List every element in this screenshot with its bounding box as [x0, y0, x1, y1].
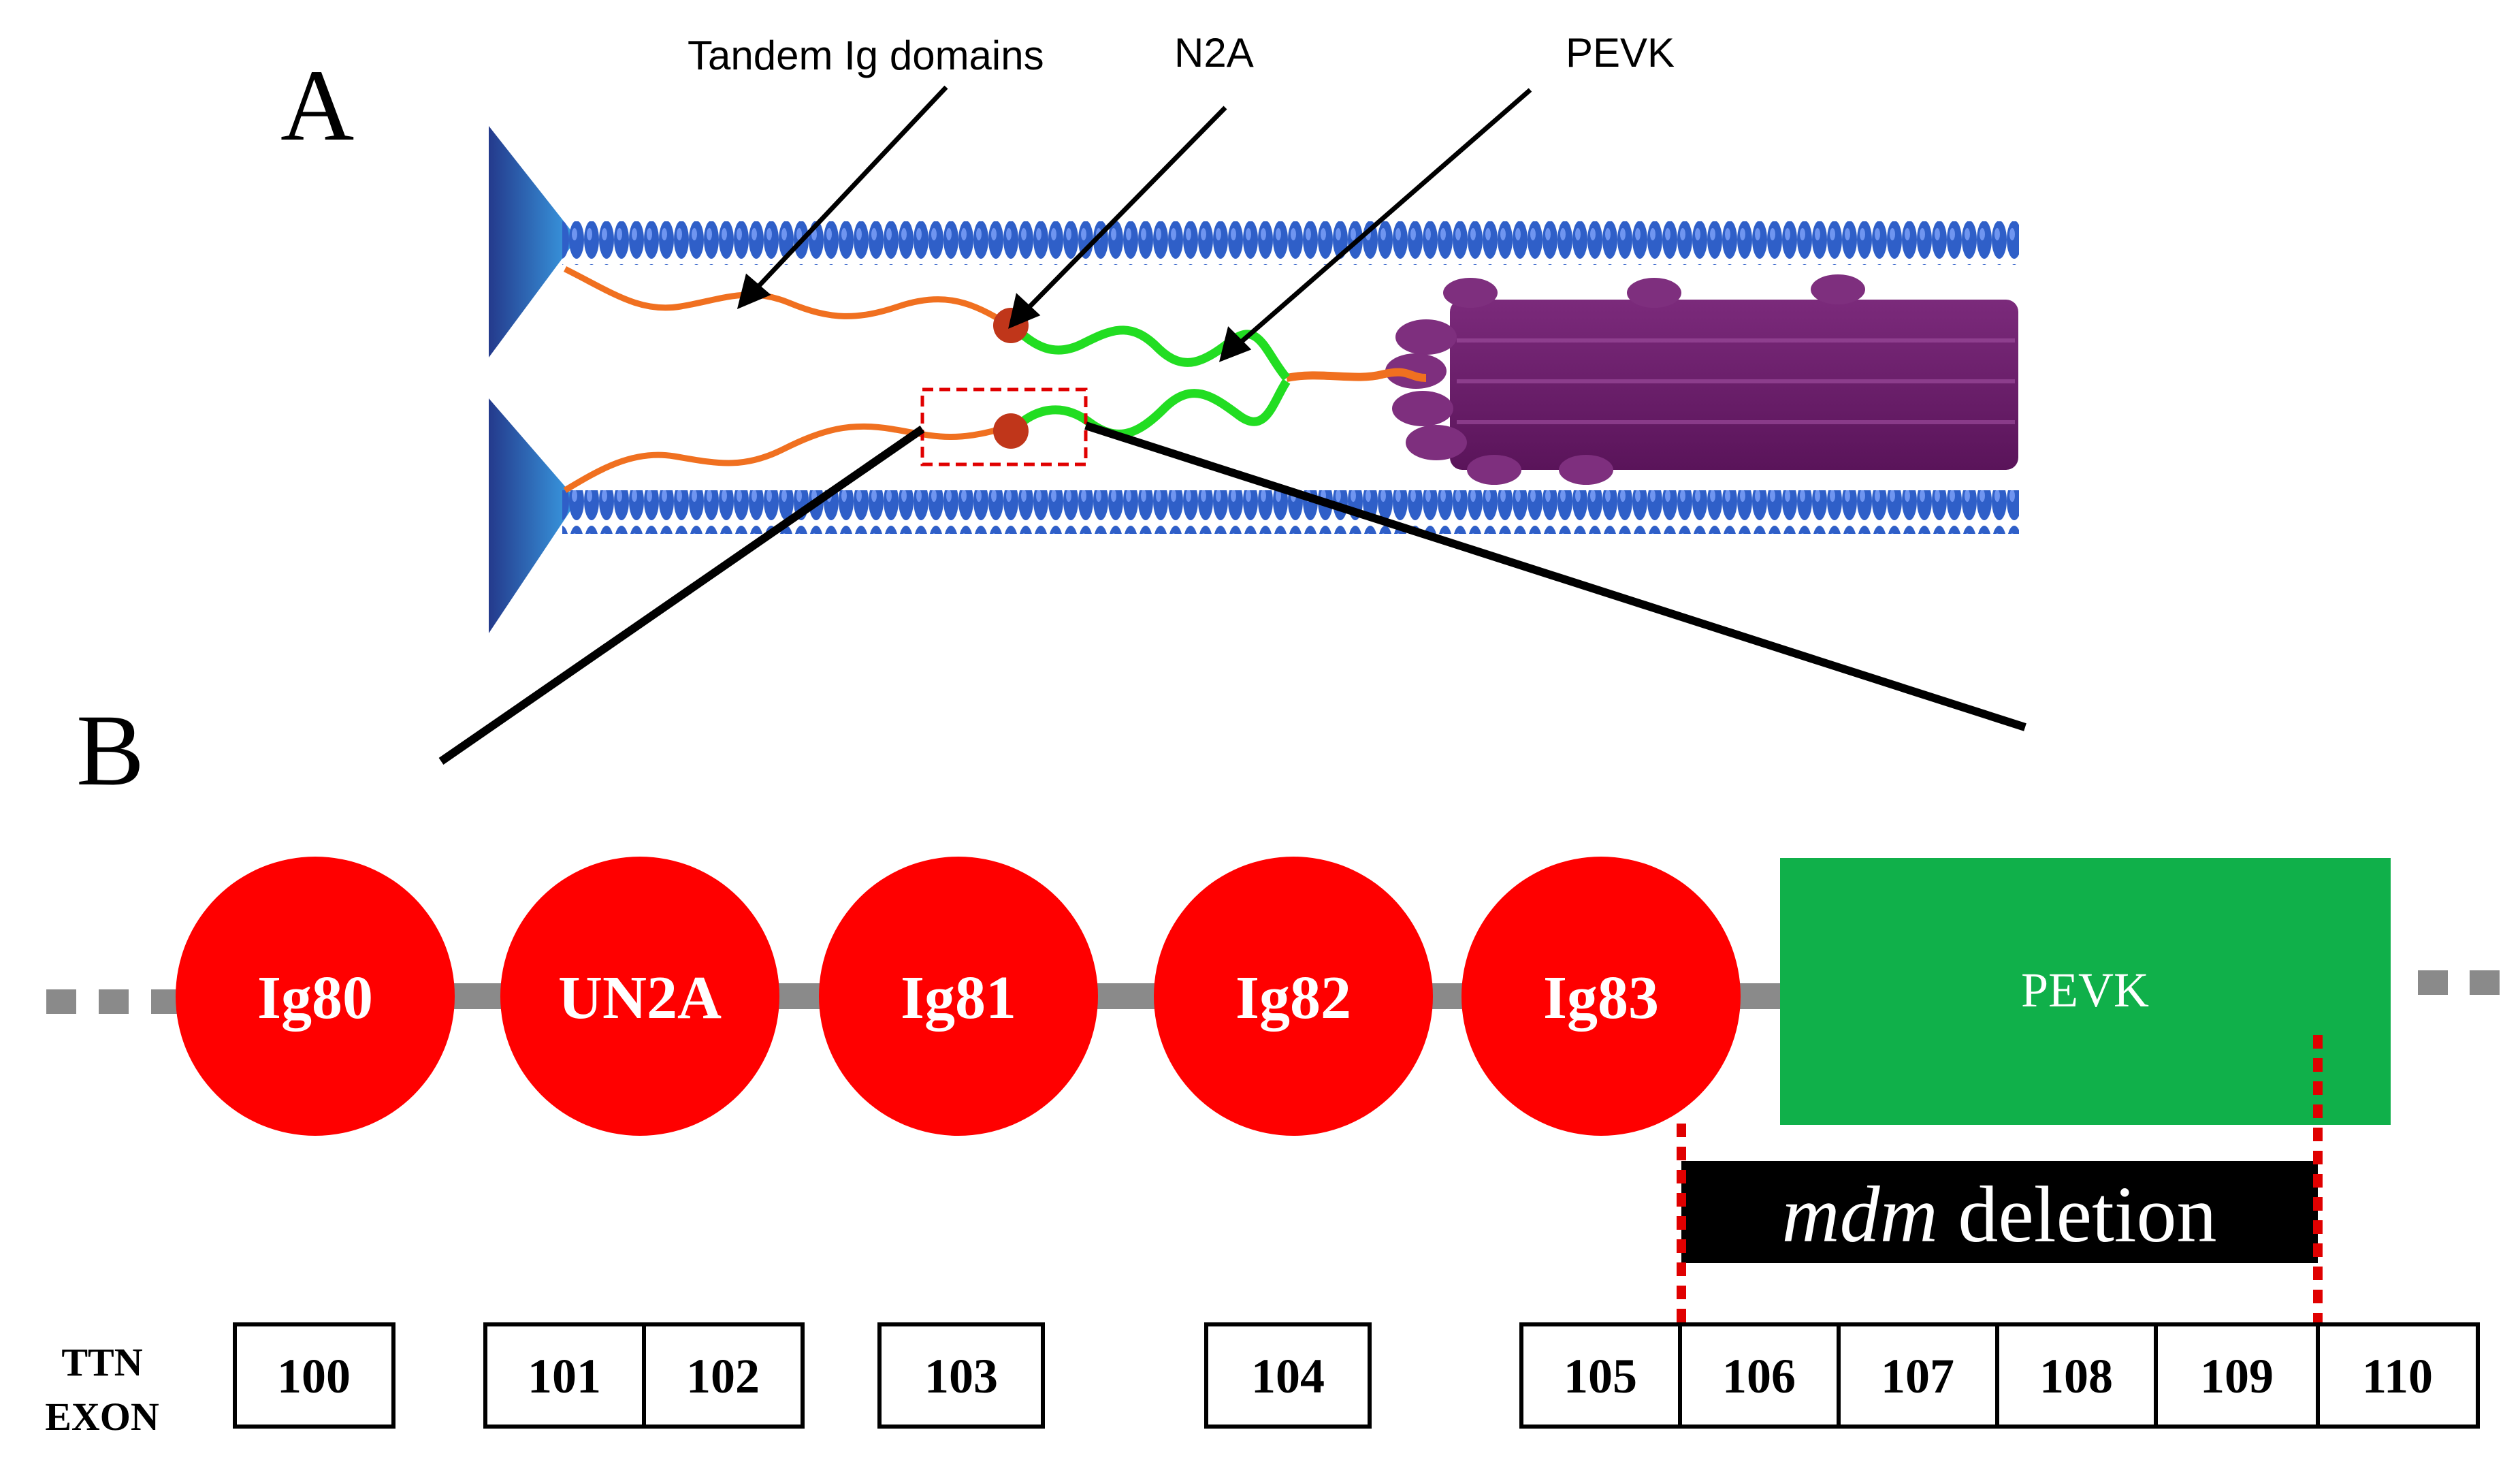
panel-b-letter: B	[76, 694, 144, 807]
domain-ig81-label: Ig81	[901, 964, 1016, 1032]
zoom-expansion-lines	[438, 421, 2026, 765]
exon-box-109	[2154, 1322, 2320, 1429]
domain-un2a	[500, 857, 779, 1136]
pevk-strand-top	[1011, 323, 1291, 381]
exon-107: 107	[1881, 1349, 1954, 1403]
exon-110: 110	[2362, 1349, 2433, 1403]
exon-109: 109	[2200, 1349, 2274, 1403]
exon-103: 103	[924, 1349, 998, 1403]
domain-ig80-label: Ig80	[257, 964, 373, 1032]
ig-domain-circles	[176, 857, 1741, 1136]
exon-box-106	[1678, 1322, 1841, 1429]
callout-arrows	[737, 85, 1532, 362]
callout-n2a-label: N2A	[1174, 30, 1254, 76]
mdm-italic: mdm	[1781, 1170, 1937, 1259]
exon-102: 102	[686, 1349, 760, 1403]
exon-101: 101	[528, 1349, 601, 1403]
callout-pevk-label: PEVK	[1566, 30, 1675, 76]
actin-filament-top	[562, 221, 2019, 265]
z-disc-top	[489, 126, 577, 357]
domain-ig81	[819, 857, 1098, 1136]
tandem-ig-strand-bottom	[563, 423, 1002, 493]
exon-boxes	[233, 1322, 2480, 1429]
domain-ig82-label: Ig82	[1235, 964, 1351, 1032]
exon-box-105	[1519, 1322, 1682, 1429]
exon-box-102	[642, 1322, 805, 1429]
domain-ig83	[1461, 857, 1741, 1136]
dotted-end-right	[2418, 970, 2500, 995]
mdm-deletion-bar	[1681, 1161, 2318, 1263]
exon-label: EXON	[45, 1395, 159, 1439]
tandem-ig-strand-top	[563, 266, 1021, 340]
tandem-ig-to-myosin-link	[1285, 368, 1427, 382]
pevk-box	[1780, 858, 2391, 1125]
myosin-thick-filament	[1385, 274, 2018, 485]
exon-box-108	[1995, 1322, 2158, 1429]
ttn-label: TTN	[61, 1340, 142, 1384]
panel-a-letter: A	[280, 49, 354, 162]
domain-ig82	[1154, 857, 1433, 1136]
exon-box-104	[1204, 1322, 1372, 1429]
exon-104: 104	[1251, 1349, 1325, 1403]
exon-105: 105	[1564, 1349, 1637, 1403]
exon-box-101	[483, 1322, 646, 1429]
domain-un2a-label: UN2A	[558, 964, 722, 1032]
domain-ig80	[176, 857, 455, 1136]
exon-108: 108	[2039, 1349, 2113, 1403]
exon-box-107	[1837, 1322, 1999, 1429]
pevk-box-label: PEVK	[2021, 963, 2149, 1017]
exon-106: 106	[1722, 1349, 1796, 1403]
dotted-end-left	[46, 989, 181, 1014]
exon-box-103	[877, 1322, 1045, 1429]
pevk-strand-bottom	[1011, 379, 1291, 439]
exon-box-100	[233, 1322, 395, 1429]
z-disc-bottom	[489, 398, 577, 633]
deletion-word: deletion	[1938, 1170, 2217, 1259]
callout-tandem-ig-label: Tandem Ig domains	[688, 33, 1044, 78]
domain-ig83-label: Ig83	[1543, 964, 1659, 1032]
exon-100: 100	[277, 1349, 351, 1403]
exon-box-110	[2316, 1322, 2480, 1429]
n2a-bead-bottom	[993, 413, 1029, 449]
mdm-deletion-label: mdm deletion	[1781, 1170, 2216, 1259]
